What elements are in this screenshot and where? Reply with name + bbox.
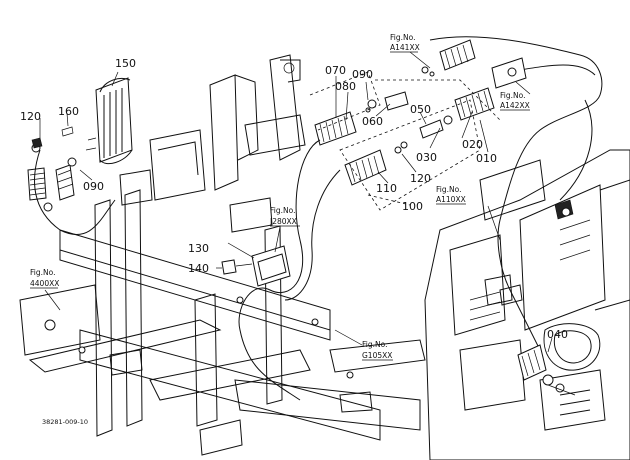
cable-assembly-drawing <box>238 36 603 401</box>
part-label-100: 100 <box>402 200 423 213</box>
part-label-160: 160 <box>58 105 79 118</box>
part-label-120-left: 120 <box>20 110 41 123</box>
fig-ref-a141: Fig.No. A141XX <box>390 33 420 53</box>
fig-ref-g105-code: G105XX <box>362 351 392 360</box>
fig-ref-a142-title: Fig.No. <box>500 91 525 100</box>
leader-lines <box>39 51 553 353</box>
fig-ref-a110: Fig.No. A110XX <box>436 185 466 205</box>
fig-ref-a141-code: A141XX <box>390 43 420 52</box>
oil-cooler-drawing <box>85 77 133 165</box>
fig-ref-g105: Fig.No. G105XX <box>362 340 393 361</box>
fig-ref-4400: Fig.No. 4400XX <box>30 268 59 289</box>
fig-ref-a141-title: Fig.No. <box>390 33 415 42</box>
left-hose-spring-guards <box>27 126 77 212</box>
cooler-hose <box>34 149 116 236</box>
fig-ref-4400-title: Fig.No. <box>30 268 55 277</box>
engine-cable-fittings <box>499 284 576 396</box>
fig-ref-4400-code: 4400XX <box>30 279 59 288</box>
part-label-130: 130 <box>188 242 209 255</box>
part-label-040: 040 <box>547 328 568 341</box>
part-label-010: 010 <box>476 152 497 165</box>
part-label-090-left: 090 <box>83 180 104 193</box>
part-label-050: 050 <box>410 103 431 116</box>
part-label-060: 060 <box>362 115 383 128</box>
part-label-090-right: 090 <box>352 68 373 81</box>
part-label-150: 150 <box>115 57 136 70</box>
part-label-120-right: 120 <box>410 172 431 185</box>
fig-ref-a110-code: A110XX <box>436 195 466 204</box>
fig-ref-a142-code: A142XX <box>500 101 530 110</box>
part-label-140: 140 <box>188 262 209 275</box>
part-label-020: 020 <box>462 138 483 151</box>
cable-clamp-drawing <box>221 245 291 287</box>
fig-ref-a110-title: Fig.No. <box>436 185 461 194</box>
part-number-labels: 150 120 160 090 070 090 080 060 050 020 … <box>20 57 568 341</box>
drawing-code: 38281-009-10 <box>42 418 88 426</box>
fig-ref-j280: Fig.No. J280XX <box>269 206 300 227</box>
fig-ref-j280-title: Fig.No. <box>270 206 295 215</box>
part-label-030: 030 <box>416 151 437 164</box>
fig-ref-g105-title: Fig.No. <box>362 340 387 349</box>
part-label-110: 110 <box>376 182 397 195</box>
engine-block-drawing <box>424 149 630 460</box>
part-label-070: 070 <box>325 64 346 77</box>
tractor-frame-drawing <box>19 54 426 456</box>
part-label-080: 080 <box>335 80 356 93</box>
fig-ref-j280-code: J280XX <box>269 217 297 226</box>
fig-ref-a142: Fig.No. A142XX <box>500 91 530 111</box>
